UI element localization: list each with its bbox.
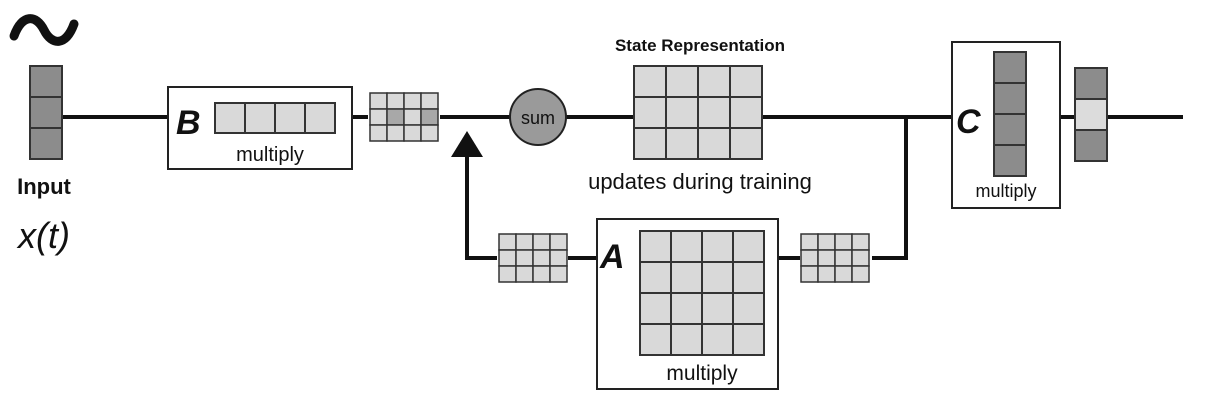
state-title: State Representation [615, 36, 785, 55]
output-vector-cell [1074, 129, 1108, 162]
a-input-grid [498, 233, 568, 283]
block-a-matrix [639, 230, 765, 356]
tilde-wave-icon [9, 14, 79, 46]
input-vector [29, 65, 63, 160]
sum-label: sum [521, 108, 555, 128]
block-c-letter: C [956, 103, 981, 141]
b-cell [214, 102, 246, 134]
block-a-caption: multiply [666, 362, 738, 385]
b-cell [274, 102, 306, 134]
feedback-up-line [465, 155, 497, 260]
state-grid [633, 65, 763, 160]
block-c-caption: multiply [975, 181, 1036, 201]
c-cell [993, 113, 1027, 146]
state-caption: updates during training [588, 169, 812, 194]
b-cell [304, 102, 336, 134]
input-vector-cell [29, 127, 63, 160]
feedback-arrow-head [451, 131, 483, 157]
a-output-grid [800, 233, 870, 283]
feedback-down-line [872, 117, 908, 260]
block-b-caption: multiply [236, 144, 304, 166]
block-a-letter: A [599, 238, 625, 276]
input-vector-cell [29, 96, 63, 129]
input-label: Input [17, 174, 71, 199]
output-vector [1074, 67, 1108, 162]
input-vector-cell [29, 65, 63, 98]
block-b-row-vector [214, 102, 336, 134]
output-vector-cell [1074, 98, 1108, 131]
connector-lines [62, 115, 1183, 260]
block-b-letter: B [176, 104, 201, 142]
block-c-column-vector [993, 51, 1027, 177]
c-cell [993, 82, 1027, 115]
b-cell [244, 102, 276, 134]
output-vector-cell [1074, 67, 1108, 100]
c-cell [993, 144, 1027, 177]
b-output-grid [369, 92, 439, 142]
sum-node [509, 88, 567, 146]
c-cell [993, 51, 1027, 84]
input-symbol: x(t) [16, 215, 70, 256]
